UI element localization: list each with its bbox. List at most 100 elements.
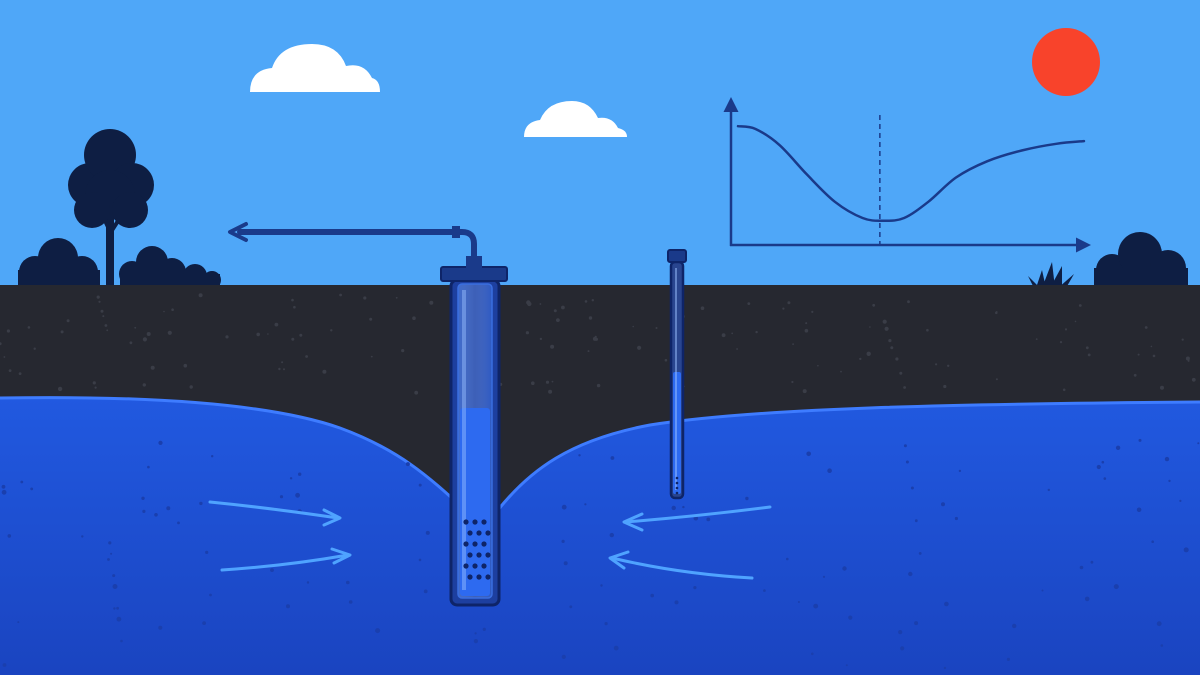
flow-arrow-icon [608,550,754,580]
aquifer-speck [286,604,290,609]
water-table [0,396,1200,512]
screen-perforation [675,476,679,480]
aquifer-speck [578,454,581,457]
soil-speck [0,342,2,346]
soil-speck [94,386,97,389]
aquifer-speck [1151,540,1154,543]
soil-speck [591,299,594,302]
observation-well [667,249,687,500]
soil-speck [1181,338,1184,341]
aquifer-speck [954,516,959,521]
soil-speck [291,298,294,302]
soil-speck [587,350,590,353]
soil-speck [267,333,269,335]
soil-speck [787,301,791,305]
aquifer-speck [827,468,832,474]
aquifer-speck [202,621,207,625]
soil-speck [1191,377,1196,382]
aquifer-speck [898,630,903,635]
aquifer-speck [116,606,119,610]
aquifer-speck [797,601,800,603]
soil-speck [278,367,281,371]
aquifer-speck [944,601,949,607]
soil-speck [817,364,819,367]
aquifer-speck [147,465,150,469]
soil-speck [995,311,998,315]
tree-icon [68,129,154,287]
screen-perforation [472,563,478,569]
soil-speck [802,389,807,394]
screen-perforation [463,519,469,525]
soil-speck [872,303,876,307]
screen-perforation [485,530,491,536]
soil-speck [100,309,104,313]
aquifer-speck [2,663,7,667]
soil-speck [1137,353,1140,356]
aquifer-speck [1096,464,1101,470]
bush-icon [119,246,221,290]
aquifer-speck [1138,438,1142,442]
aquifer-speck [845,664,848,667]
aquifer-speck [270,568,274,572]
aquifer-speck [910,486,914,490]
aquifer-speck [822,575,826,578]
aquifer-speck [107,558,110,561]
pumping-well [440,256,508,607]
soil-speck [1187,359,1190,362]
screen-perforation [467,530,473,536]
aquifer-speck [1101,460,1105,464]
screen-perforation [463,541,469,547]
screen-perforation [481,541,487,547]
soil-speck [281,361,284,364]
aquifer-speck [112,574,116,578]
soil-speck [6,329,10,333]
soil-speck [935,363,938,366]
soil-speck [225,335,229,339]
soil-speck [189,385,193,389]
soil-speck [369,317,373,321]
aquifer-speck [474,632,477,635]
soil-speck [274,322,279,327]
aquifer-speck [786,557,789,561]
aquifer [0,397,1200,675]
aquifer-speck [1115,445,1121,450]
aquifer-speck [17,621,20,624]
soil-speck [594,335,597,338]
soil-speck [395,296,398,299]
soil-speck [594,337,599,341]
soil-speck [791,380,794,384]
aquifer-speck [113,607,116,610]
soil-speck [907,300,910,304]
soil-speck [98,300,101,303]
aquifer-speck [706,517,711,522]
aquifer-speck [1164,456,1170,462]
soil-speck [142,383,146,387]
aquifer-speck [693,586,697,590]
soil-speck [792,343,794,345]
aquifer-speck [811,652,814,656]
soil-speck [539,303,542,305]
aquifer-speck [914,621,919,626]
aquifer-speck [908,571,913,577]
piezometer-cap [667,249,687,263]
aquifer-speck [1012,623,1017,629]
flow-arrow-icon [220,547,352,572]
soil-speck [3,356,6,358]
drawdown-graph [723,97,1091,253]
soil-speck [1133,373,1137,377]
aquifer-speck [1179,499,1182,502]
aquifer-speck [569,605,573,609]
soil-speck [370,355,373,358]
soil-speck [895,357,899,361]
aquifer-speck [205,550,209,555]
aquifer-speck [900,646,905,651]
soil-speck [1150,345,1153,348]
aquifer-speck [600,584,603,587]
aquifer-speck [348,600,353,604]
soil-speck [1185,356,1190,361]
soil-speck [882,319,887,324]
aquifer-speck [1041,589,1044,592]
soil-speck [596,383,601,388]
aquifer-speck [610,456,615,460]
aquifer-speck [584,503,587,506]
